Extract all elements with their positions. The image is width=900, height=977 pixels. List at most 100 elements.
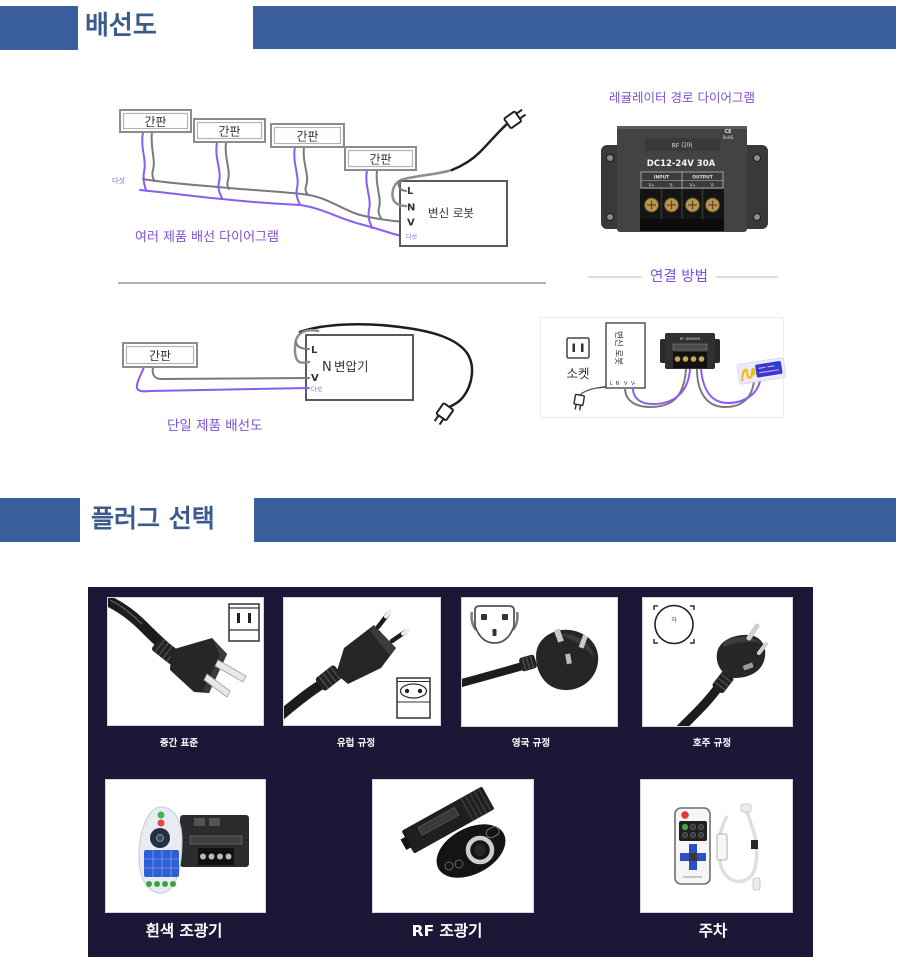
bus-note-label: 다섯 [112,176,125,185]
signboard-panel [196,121,263,140]
socket-slot [502,614,508,620]
wires [139,131,406,238]
dc-jack [752,877,761,891]
terminal-screw [208,853,215,860]
wall-socket-icon [566,337,590,359]
plug-pin-tip [401,628,410,636]
plug-options-panel: 중간 표준 [88,587,813,957]
strain-relief-ribs [317,666,341,690]
socket-slot [572,343,575,352]
mounting-ear-right [741,145,768,229]
cable-highlight [109,599,143,625]
socket-recess [399,683,428,699]
au-socket-icon: 하 [653,604,695,645]
mini-remote [674,807,711,885]
gray-bus-wire [142,178,406,223]
strain-relief [519,654,537,672]
gray-wire [624,368,687,409]
port-label-strip [672,343,708,351]
power-off-button [157,819,165,827]
terminal-v-label: V [407,218,415,229]
regulator-path-diagram: 레귤레이터 경로 다이어그램 RF 디머 DC12-24V 30A CE RoH… [588,90,778,285]
socket-outline [228,603,260,642]
single-product-wiring-diagram: 간판 L N 변압기 V 다섯 단일 제품 배선도 [122,323,474,434]
controller-top-port [194,818,205,826]
black-power-cord [450,122,509,172]
remote-button [444,861,454,871]
terminal-screw [682,356,689,362]
plug-option-image [108,598,263,725]
socket-outline [566,337,590,359]
terminal-block [673,352,707,368]
strain-relief [315,665,343,691]
rf-dimmer-remote-icon [400,787,506,878]
signboard: 간판 [122,342,198,368]
scene-button [170,881,176,887]
plug-face [723,636,761,647]
receiver-cable [716,803,761,891]
socket-outline [654,604,694,645]
au-plug-icon: 하 [653,604,768,726]
controller-option-label: 주차 [698,922,728,940]
signboard-label: 간판 [296,130,318,144]
connection-method-diagram: 소켓 변신 로봇 L N V V- RF DIMMER [540,317,787,418]
us-socket-icon [228,603,260,642]
device-name: RF 디머 [672,142,693,150]
gray-drop-wire [150,131,155,182]
keypad-button [681,831,689,839]
terminal-v-minus-label: V- [631,381,636,387]
grid-lines [144,850,179,877]
diagram-divider [118,282,546,284]
wiring-section-title: 배선도 [85,11,157,41]
us-plug-icon [108,598,260,698]
plug-prong [438,418,445,426]
terminal-screw [698,356,705,362]
socket-hole [417,688,423,694]
terminal-screw [225,853,232,860]
keypad-button [689,823,697,831]
signboard-panel [347,149,414,168]
terminal-v-label: V [624,381,628,387]
plug-blade [214,659,247,683]
transformer-label: 변신 로봇 [613,331,624,365]
power-button [681,811,689,819]
plug-option-uk: 영국 규정 [462,598,617,749]
plug-option-eu: 유럽 규정 [284,598,440,749]
power-plug-icon [503,108,527,129]
signboard-panel [122,112,189,130]
terminal-n-label: N [616,381,620,387]
socket-slot [492,629,497,636]
remote-control [138,806,183,894]
strain-relief-ribs [154,639,178,663]
purple-wire [700,368,761,405]
plug-pin [746,623,760,641]
terminal-label: V- [711,183,716,188]
controller-option-parking: 주차 [641,780,792,940]
rf-dimmer-device-image: RF 디머 DC12-24V 30A CE RoHS INPUT OUTPUT … [601,126,768,232]
uk-plug-icon [462,605,599,691]
touch-ring [465,835,495,865]
plug-body [503,110,522,129]
controller-option-label: RF 조광기 [411,922,483,940]
dc-plug [740,803,752,813]
socket-hole [404,688,410,694]
signboard-label: 간판 [218,125,240,139]
remote-body [436,824,506,878]
plug-cable [462,661,530,688]
signboard-panel [273,126,342,145]
output-port-label: OUTPUT [692,175,714,181]
gray-power-cable [391,168,454,208]
purple-drop-wire [293,146,301,206]
terminal-l-label: L [407,186,414,197]
rf-dimmer-device: RF DIMMER [660,333,720,369]
wiring-header-bar-left [0,6,78,50]
plug-prong [578,404,582,411]
mini-remote-controller-icon [674,803,761,891]
terminal-screw [200,853,206,860]
gray-wire [696,368,755,409]
plug-section-title: 플러그 선택 [91,504,215,533]
controller-fins [460,787,492,822]
plug-pin [578,634,588,649]
signboard: 간판 [119,109,192,133]
gray-drop-wire [224,141,230,190]
